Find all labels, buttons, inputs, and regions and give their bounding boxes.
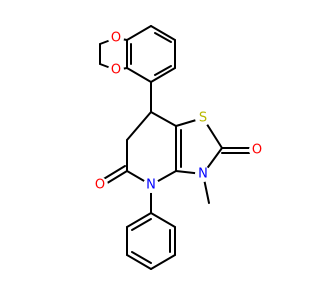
bond xyxy=(126,111,152,141)
bond xyxy=(154,65,172,76)
bond xyxy=(150,111,177,127)
nitrogen-atom-methyl: N xyxy=(195,166,211,182)
atom-label-layer: O O S O N O N xyxy=(92,30,265,193)
oxygen-atom-left: O xyxy=(108,62,124,78)
bond xyxy=(126,25,152,41)
bond xyxy=(150,67,176,83)
atom-symbol: O xyxy=(252,143,262,158)
carbonyl-oxygen-right: O xyxy=(249,142,265,158)
bond xyxy=(103,170,128,186)
bond xyxy=(126,254,152,270)
bond xyxy=(154,32,172,43)
bond xyxy=(131,251,152,264)
bond xyxy=(126,212,152,228)
atom-symbol: O xyxy=(95,178,105,193)
sulfur-atom: S xyxy=(195,110,211,126)
atom-symbol: O xyxy=(111,63,121,78)
bond xyxy=(150,254,176,270)
atom-symbol: N xyxy=(146,178,156,193)
atom-symbol: S xyxy=(199,111,207,126)
carbonyl-oxygen-lactam: O xyxy=(92,177,108,193)
bond xyxy=(101,165,126,181)
bond xyxy=(131,218,152,231)
bond xyxy=(126,67,152,83)
bond xyxy=(150,25,176,41)
atom-symbol: O xyxy=(111,31,121,46)
bond xyxy=(150,212,176,228)
atom-symbol: N xyxy=(198,167,208,182)
bond-layer xyxy=(99,25,255,270)
molecule-structure: O O S O N O N xyxy=(92,25,265,270)
oxygen-atom-top: O xyxy=(108,30,124,46)
nitrogen-atom-phenyl: N xyxy=(143,177,159,193)
